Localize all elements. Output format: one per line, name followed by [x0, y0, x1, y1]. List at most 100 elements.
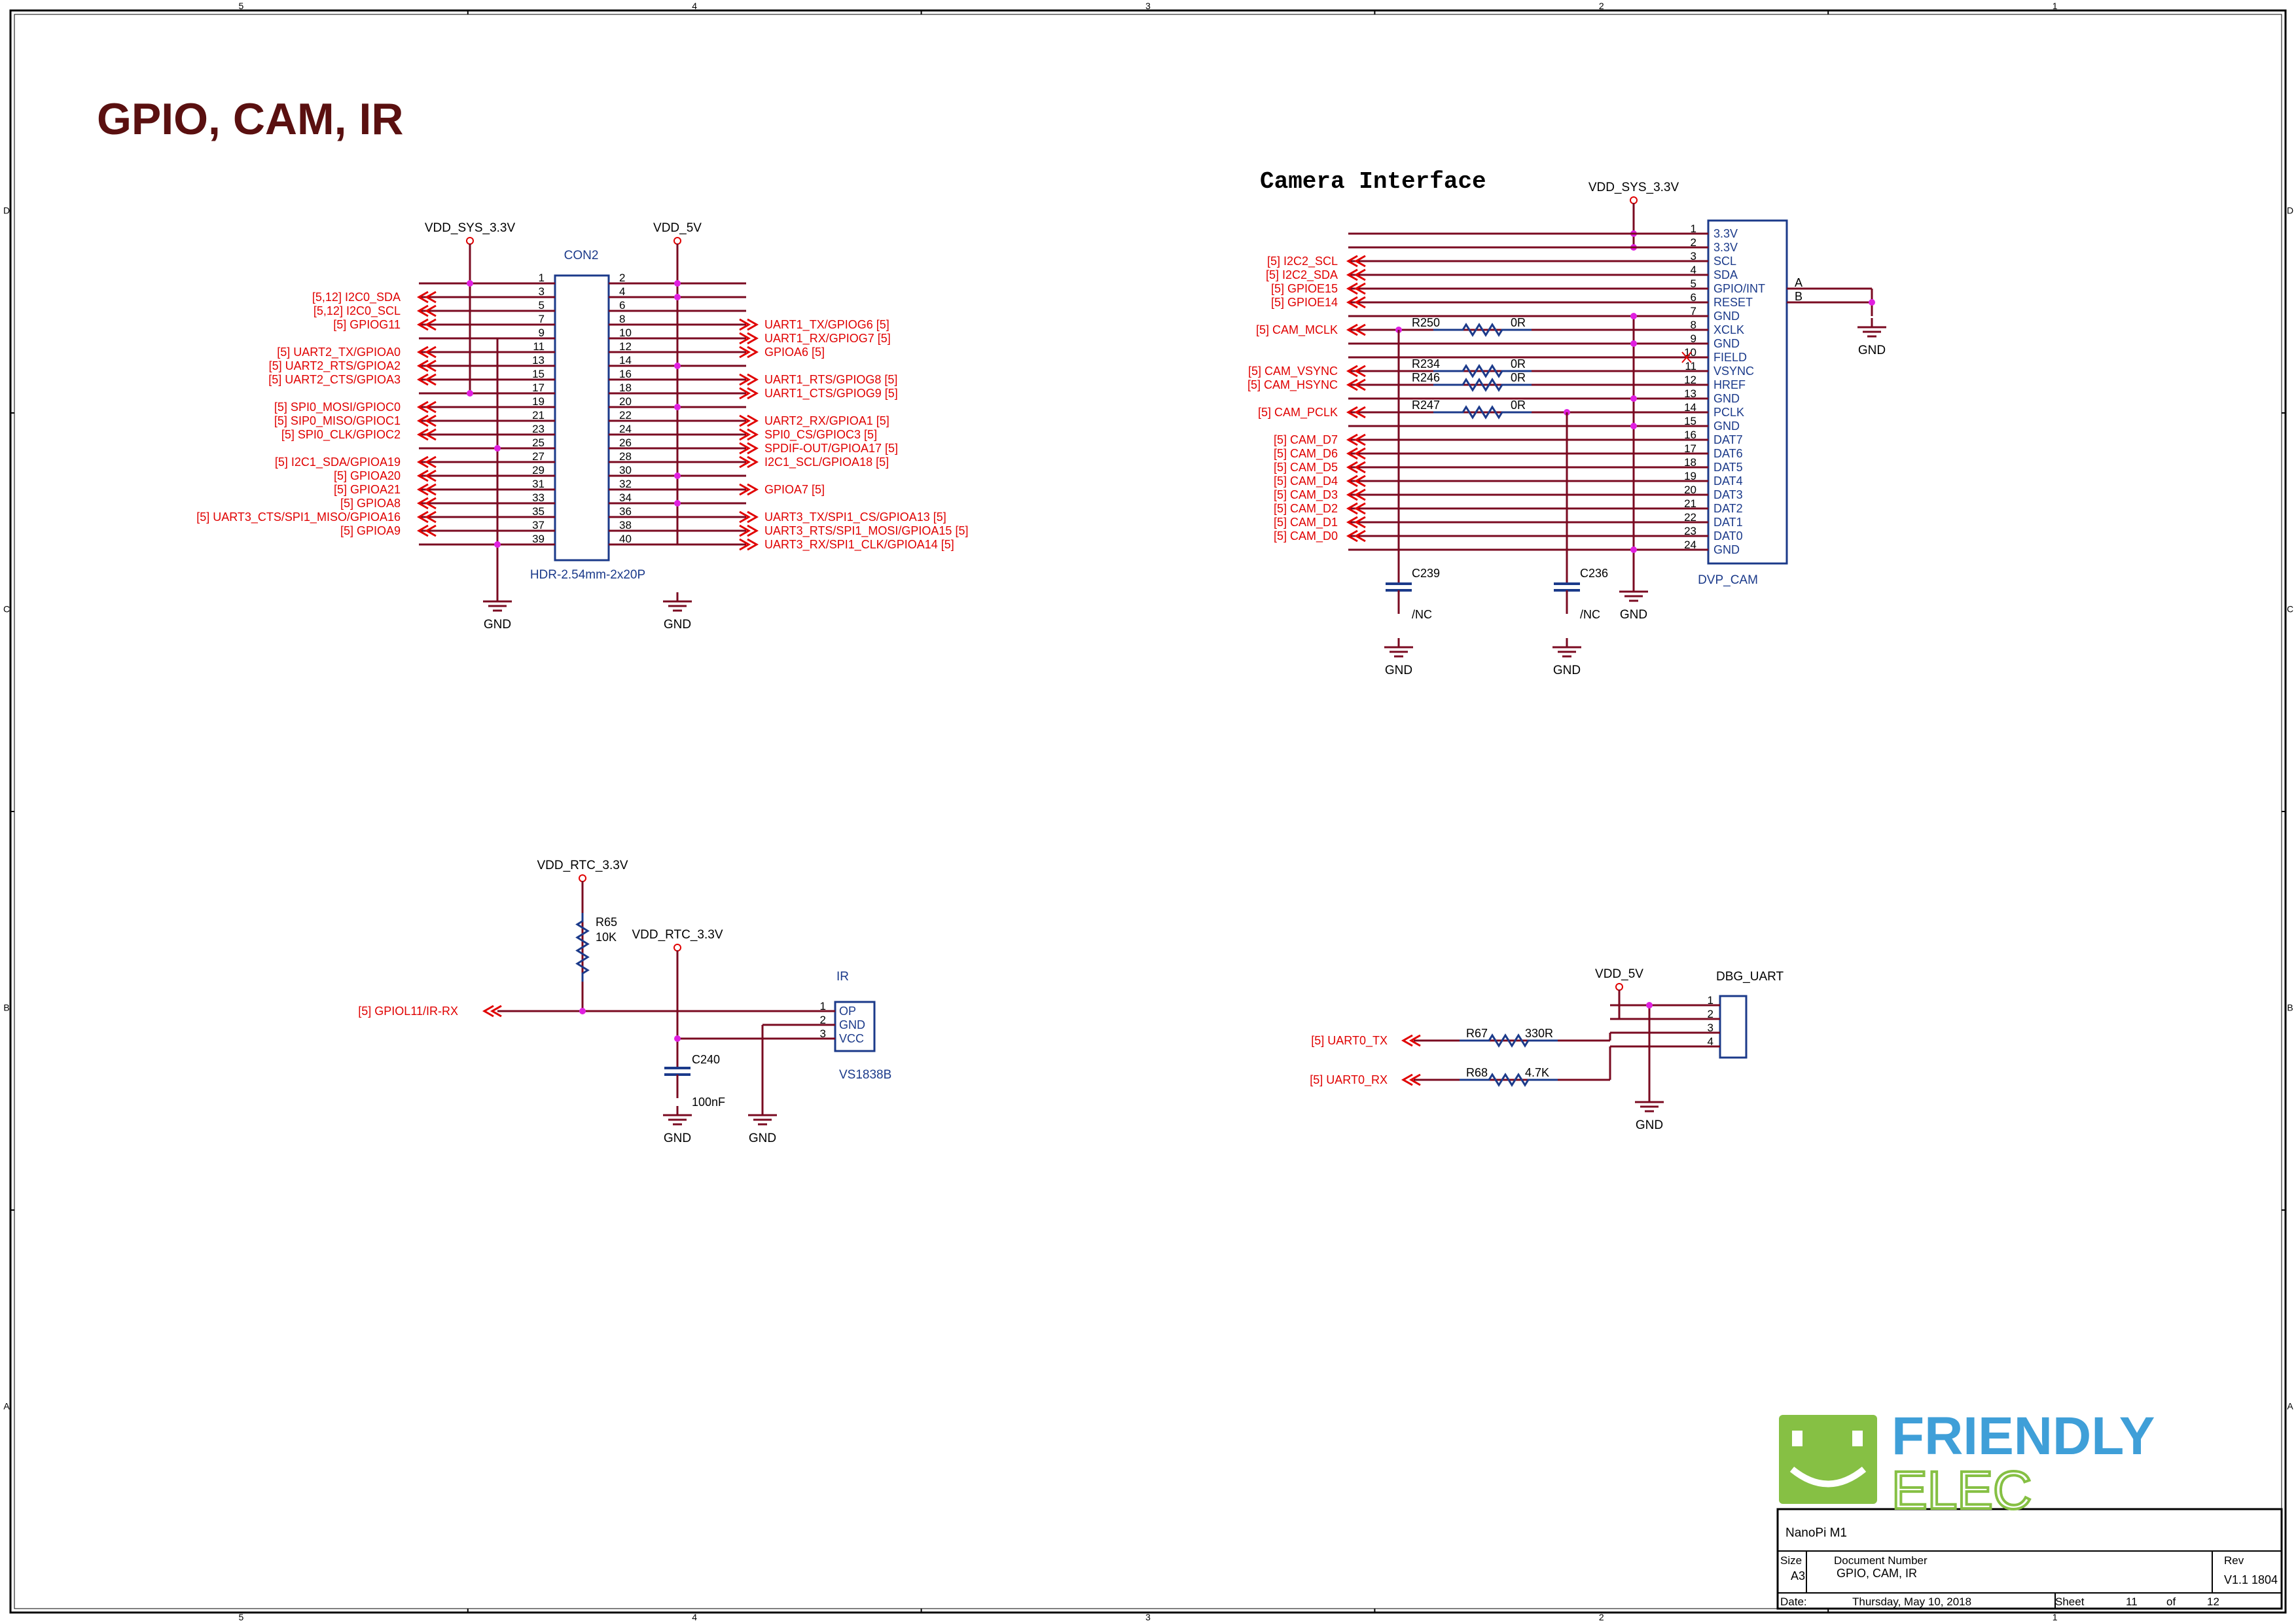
- camera-net-label: [5] I2C2_SCL: [1267, 255, 1338, 268]
- con2-pin-number: 13: [532, 354, 545, 366]
- con2-net-label: [5] GPIOA9: [340, 524, 401, 537]
- power-label: VDD_5V: [653, 221, 702, 235]
- dbg-pin-number: 3: [1708, 1022, 1713, 1034]
- junction-dot: [674, 500, 681, 507]
- camera-pin-number: 3: [1691, 250, 1696, 262]
- dbg-r2-value: 4.7K: [1525, 1066, 1549, 1079]
- con2-pin-number: 40: [619, 533, 632, 545]
- con2-pin-number: 7: [539, 313, 545, 325]
- camera-net-label: [5] CAM_HSYNC: [1247, 378, 1338, 392]
- con2-net-label: UART2_RX/GPIOA1 [5]: [764, 414, 889, 428]
- off-page-arrow-right: [739, 373, 759, 386]
- camera-pin-number: 11: [1685, 360, 1696, 372]
- off-page-arrow-right: [739, 346, 759, 359]
- junction-dot: [494, 541, 501, 548]
- logo-eye: [1792, 1431, 1803, 1446]
- frame-row: C: [2287, 604, 2293, 615]
- power-port: [1630, 196, 1638, 204]
- con2-pin-number: 38: [619, 519, 632, 531]
- ir-receiver-body: [834, 1001, 876, 1052]
- off-page-arrow-left: [1346, 323, 1366, 336]
- logo-smile: [1789, 1467, 1867, 1488]
- camera-pin-number: 18: [1684, 456, 1696, 469]
- ir-pin-name: GND: [839, 1018, 865, 1031]
- camera-pin-name: FIELD: [1713, 351, 1747, 364]
- con2-net-label: UART3_RTS/SPI1_MOSI/GPIOA15 [5]: [764, 524, 968, 538]
- con2-net-label: SPI0_CS/GPIOC3 [5]: [764, 428, 877, 442]
- con2-pin-number: 9: [539, 327, 545, 339]
- frame-row: A: [3, 1401, 10, 1412]
- off-page-arrow-left: [1346, 529, 1366, 543]
- con2-pin-number: 23: [532, 423, 545, 435]
- off-page-arrow-right: [739, 483, 759, 496]
- camera-pin-number: 15: [1684, 415, 1696, 427]
- ir-pin-number: 2: [820, 1014, 826, 1026]
- junction-dot: [674, 294, 681, 300]
- off-page-arrow-right: [739, 414, 759, 427]
- frame-col: 3: [1145, 1612, 1151, 1622]
- con2-net-label: UART1_RX/GPIOG7 [5]: [764, 332, 891, 346]
- con2-pin-number: 15: [532, 368, 545, 380]
- con2-net-label: [5] SPI0_CLK/GPIOC2: [281, 428, 401, 442]
- off-page-arrow-right: [739, 524, 759, 537]
- con2-net-label: UART1_RTS/GPIOG8 [5]: [764, 373, 897, 387]
- off-page-arrow-left: [1346, 516, 1366, 529]
- off-page-arrow-left: [1346, 255, 1366, 268]
- con2-pin-number: 21: [532, 409, 545, 421]
- off-page-arrow-left: [1401, 1073, 1421, 1086]
- camera-net-label: [5] CAM_MCLK: [1256, 323, 1338, 337]
- con2-pin-number: 10: [619, 327, 632, 339]
- ir-pin-name: VCC: [839, 1032, 864, 1045]
- off-page-arrow-left: [1346, 365, 1366, 378]
- power-port: [673, 944, 681, 952]
- camera-pin-number: 1: [1691, 223, 1696, 235]
- off-page-arrow-right: [739, 510, 759, 524]
- frame-col: 4: [692, 1612, 697, 1622]
- sheet-border: [9, 9, 2287, 1614]
- gnd-label: GND: [1553, 664, 1581, 677]
- con2-net-label: [5] UART2_RTS/GPIOA2: [269, 359, 401, 373]
- gnd-label: GND: [1636, 1118, 1663, 1132]
- camera-pin-name: SCL: [1713, 255, 1736, 268]
- camera-pin-name: GND: [1713, 543, 1740, 556]
- camera-pin-number: 24: [1684, 539, 1696, 551]
- camera-pin-name: GPIO/INT: [1713, 282, 1765, 295]
- camera-pin-name: DAT7: [1713, 433, 1743, 446]
- camera-pin-number: 22: [1684, 511, 1696, 524]
- camera-net-label: [5] CAM_D1: [1274, 516, 1338, 529]
- resistor: [1433, 364, 1532, 378]
- frame-col: 2: [1599, 1612, 1604, 1622]
- titleblock-of: 12: [2207, 1596, 2219, 1608]
- off-page-arrow-left: [1346, 488, 1366, 501]
- frame-col: 5: [239, 1612, 244, 1622]
- dbg-r1-value: 330R: [1525, 1027, 1553, 1040]
- con2-pin-number: 32: [619, 478, 632, 490]
- titleblock-size: A3: [1791, 1569, 1805, 1582]
- con2-pin-number: 27: [532, 450, 545, 463]
- titleblock-date: Thursday, May 10, 2018: [1852, 1596, 1971, 1608]
- off-page-arrow-left: [416, 318, 437, 331]
- off-page-arrow-left: [1346, 502, 1366, 515]
- camera-resistor-value: 0R: [1511, 357, 1526, 370]
- con2-net-label: [5] UART2_TX/GPIOA0: [277, 346, 401, 359]
- titleblock-docnum-label: Document Number: [1834, 1554, 1928, 1567]
- con2-pin-number: 1: [539, 272, 545, 284]
- camera-pin-name: 3.3V: [1713, 227, 1738, 240]
- off-page-arrow-left: [416, 428, 437, 441]
- junction-dot: [494, 445, 501, 452]
- frame-col: 4: [692, 1, 697, 11]
- dbg-tx-label: [5] UART0_TX: [1311, 1034, 1388, 1048]
- camera-pin-number: 6: [1691, 291, 1696, 304]
- frame-row: B: [3, 1003, 9, 1013]
- power-label: VDD_SYS_3.3V: [425, 221, 516, 235]
- power-label: VDD_5V: [1595, 967, 1643, 981]
- con2-net-label: SPDIF-OUT/GPIOA17 [5]: [764, 442, 898, 455]
- frame-col: 1: [2053, 1, 2058, 11]
- camera-pin-number: 14: [1684, 401, 1696, 414]
- con2-pin-number: 5: [539, 299, 545, 312]
- gnd-label: GND: [1858, 344, 1886, 357]
- junction-dot: [467, 390, 473, 397]
- camera-pin-name: DAT5: [1713, 461, 1743, 474]
- camera-pin-name: DAT0: [1713, 529, 1743, 543]
